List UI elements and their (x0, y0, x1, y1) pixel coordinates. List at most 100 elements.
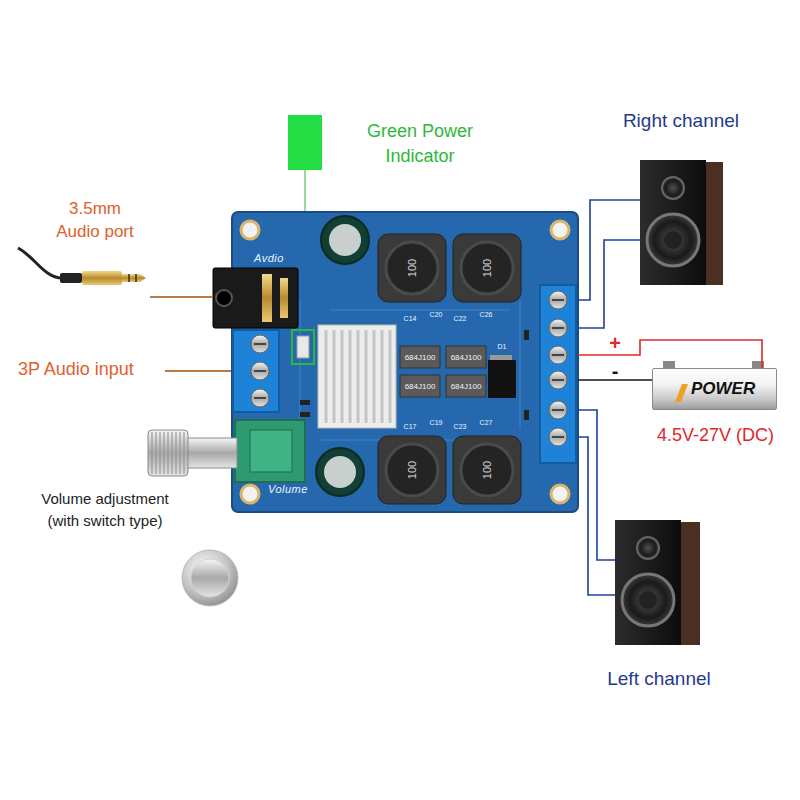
indicator-swatch (288, 115, 322, 170)
silkscreen-text: Volume (268, 483, 328, 495)
audio-jack-socket (216, 290, 232, 306)
inductor-coil (461, 242, 513, 294)
part-designator: C26 (480, 311, 493, 318)
capacitor-marking: 684J100 (451, 353, 482, 362)
speaker-body (640, 160, 706, 285)
voltage-label: 4.5V-27V (DC) (648, 425, 783, 446)
capacitor-marking: 684J100 (451, 382, 482, 391)
inductor-coil (386, 444, 438, 496)
polarity-sign: - (612, 360, 619, 383)
inductor-coil (461, 444, 513, 496)
inductor-marking: 100 (406, 461, 418, 479)
capacitor-marking: 684J100 (405, 382, 436, 391)
inductor-coil (386, 242, 438, 294)
polarity-sign: + (609, 332, 621, 355)
speaker-wire (578, 240, 640, 328)
output-terminal (540, 285, 576, 463)
plug-rings (129, 274, 136, 282)
capacitor-top (329, 224, 361, 256)
channel-label: Right channel (610, 110, 752, 132)
audio-jack-contact (262, 274, 272, 322)
speaker-woofer (622, 574, 674, 626)
film-capacitor (400, 375, 440, 397)
audio-jack (213, 268, 298, 328)
film-capacitor (446, 375, 486, 397)
pcb-board (232, 212, 578, 512)
inductor-marking: 100 (481, 259, 493, 277)
inductor-marking: 100 (481, 461, 493, 479)
leader-line (150, 296, 212, 298)
speaker: Left channel (615, 520, 703, 645)
mounting-hole (241, 485, 259, 503)
callout-text: Volume adjustment (with switch type) (35, 488, 175, 532)
part-designator: C19 (430, 419, 443, 426)
inductor (453, 234, 521, 302)
part-designator: D1 (498, 343, 507, 350)
screw-slot (254, 344, 266, 398)
smd-resistor (524, 330, 529, 340)
battery-logo-slash (675, 384, 688, 402)
knob-knurling (152, 432, 184, 474)
pcb-trace (300, 300, 520, 440)
battery-brand: POWER (691, 379, 771, 399)
callout-text: Green Power Indicator (340, 119, 500, 169)
mounting-hole (241, 221, 259, 239)
speaker-wire (578, 437, 615, 595)
inductor (378, 234, 446, 302)
smd-resistor (300, 412, 310, 417)
speaker-dust-cap (639, 591, 657, 609)
speaker-woofer (647, 214, 699, 266)
capacitor-top (324, 456, 356, 488)
channel-label: Left channel (579, 668, 739, 690)
inductor-marking: 100 (406, 259, 418, 277)
speaker-side (680, 522, 700, 645)
callout-text: 3P Audio input (18, 359, 168, 380)
electrolytic-capacitor (316, 448, 364, 496)
part-designator: C14 (404, 315, 417, 322)
knob-cap-face (191, 559, 229, 597)
mounting-hole (551, 485, 569, 503)
connector-group (578, 200, 762, 595)
leader-line (165, 370, 233, 372)
knob-cap (182, 550, 238, 606)
plug-strain-relief (60, 273, 82, 283)
plug-tip (122, 274, 146, 282)
part-designator: C17 (404, 423, 417, 430)
potentiometer-shaft (185, 438, 237, 468)
plug-sleeve (82, 271, 122, 285)
speaker-wire (578, 200, 640, 300)
inductor (453, 436, 521, 504)
part-designator: C20 (430, 311, 443, 318)
smd-resistor (524, 410, 529, 420)
audio-jack-contact (280, 278, 288, 318)
callout-text: 3.5mm Audio port (49, 197, 141, 243)
part-designator: C23 (454, 423, 467, 430)
speaker-wire (578, 410, 615, 560)
diode (488, 360, 516, 398)
input-terminal (233, 330, 279, 412)
film-capacitor (400, 346, 440, 368)
potentiometer-body (235, 420, 305, 482)
speaker-tweeter (637, 537, 659, 559)
potentiometer-cover (250, 430, 292, 472)
power-wire (578, 340, 762, 368)
mounting-hole (551, 221, 569, 239)
amplifier-board: AvdioVolume (232, 212, 578, 512)
speaker-tweeter (662, 177, 684, 199)
part-designator: C22 (454, 315, 467, 322)
smd-resistor (300, 400, 310, 405)
capacitor-marking: 684J100 (405, 353, 436, 362)
electrolytic-capacitor (321, 216, 369, 264)
heatsink (318, 325, 396, 428)
speaker-dust-cap (664, 231, 682, 249)
speaker-body (615, 520, 681, 645)
inductor (378, 436, 446, 504)
power-led (297, 336, 309, 358)
film-capacitor (446, 346, 486, 368)
screw-slot (552, 300, 564, 437)
heatsink-fins (326, 330, 390, 423)
